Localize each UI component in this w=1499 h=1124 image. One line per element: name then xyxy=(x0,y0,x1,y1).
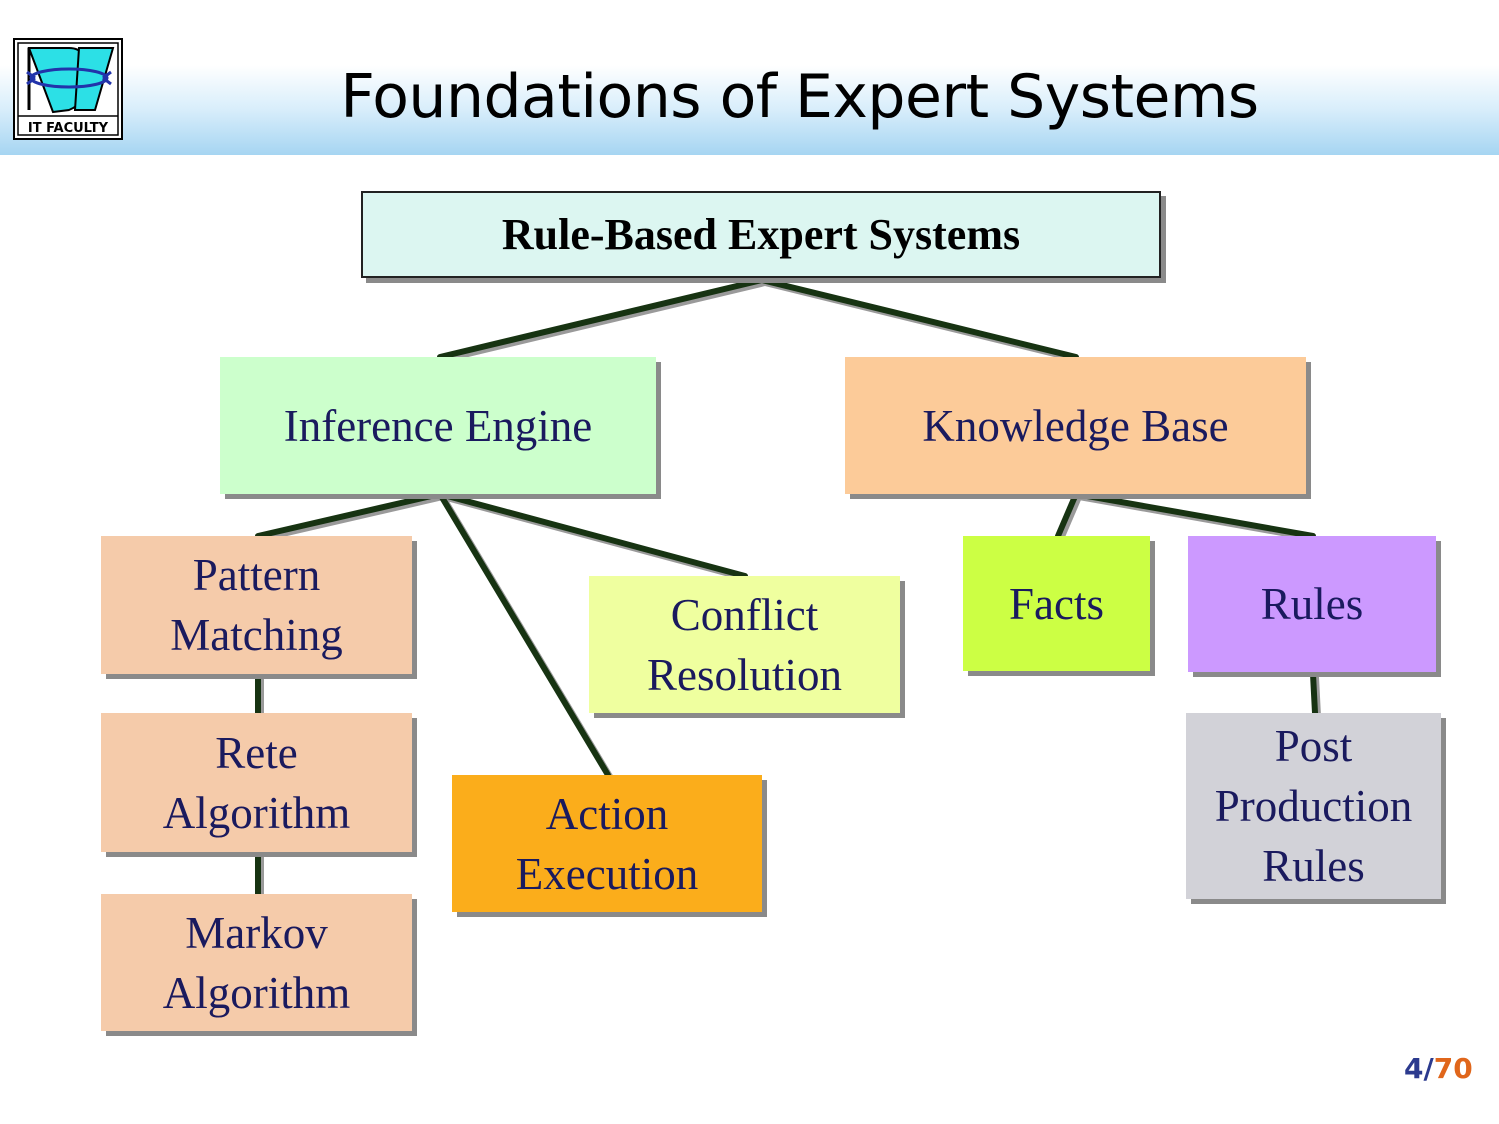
node-label: Rule-Based Expert Systems xyxy=(501,209,1021,259)
page-current: 4 xyxy=(1404,1052,1424,1085)
it-faculty-logo: IT FACULTY xyxy=(13,38,123,140)
connector-root-inference xyxy=(437,277,765,360)
node-rule-based-expert-systems: Rule-Based Expert Systems xyxy=(361,191,1161,278)
node-label-line: Resolution xyxy=(646,649,842,700)
page-total: 70 xyxy=(1433,1052,1473,1085)
node-label: Knowledge Base xyxy=(922,400,1229,451)
connector-root-knowledge xyxy=(759,277,1079,360)
node-label-line: Algorithm xyxy=(162,787,351,838)
connector-inference-action xyxy=(437,491,611,778)
node-action-execution: Action Execution xyxy=(452,775,762,912)
node-label-line: Conflict xyxy=(670,589,819,640)
node-markov-algorithm: Markov Algorithm xyxy=(101,894,412,1031)
node-label-line: Rules xyxy=(1262,841,1365,891)
slide-title: Foundations of Expert Systems xyxy=(340,62,1259,132)
connector-inference-pattern xyxy=(255,491,443,539)
page-number: 4/70 xyxy=(1404,1052,1473,1085)
connector-rules-post xyxy=(1310,671,1318,716)
node-post-production-rules: Post Production Rules xyxy=(1186,713,1441,899)
node-facts: Facts xyxy=(963,536,1150,671)
node-label-line: Algorithm xyxy=(162,967,351,1018)
node-label-line: Production xyxy=(1214,781,1413,831)
node-label-line: Pattern xyxy=(192,550,321,600)
svg-text:IT FACULTY: IT FACULTY xyxy=(28,121,109,136)
node-label-line: Matching xyxy=(170,610,343,660)
node-label-line: Markov xyxy=(185,907,328,958)
connector-inference-conflict xyxy=(437,491,748,579)
connector-knowledge-facts xyxy=(1055,491,1079,539)
node-knowledge-base: Knowledge Base xyxy=(845,357,1306,494)
node-label-line: Execution xyxy=(515,848,699,899)
node-conflict-resolution: Conflict Resolution xyxy=(589,576,900,713)
node-pattern-matching: Pattern Matching xyxy=(101,536,412,674)
node-label-line: Rete xyxy=(215,727,298,778)
node-label: Rules xyxy=(1260,579,1364,629)
node-label: Facts xyxy=(1009,578,1104,629)
node-label: Inference Engine xyxy=(283,400,593,451)
node-label-line: Action xyxy=(545,788,669,839)
node-rete-algorithm: Rete Algorithm xyxy=(101,713,412,852)
connector-knowledge-rules xyxy=(1073,491,1316,539)
slide-header xyxy=(0,0,1499,155)
node-rules: Rules xyxy=(1188,536,1436,672)
node-label-line: Post xyxy=(1274,721,1353,771)
node-inference-engine: Inference Engine xyxy=(220,357,656,494)
page-separator: / xyxy=(1423,1052,1434,1085)
